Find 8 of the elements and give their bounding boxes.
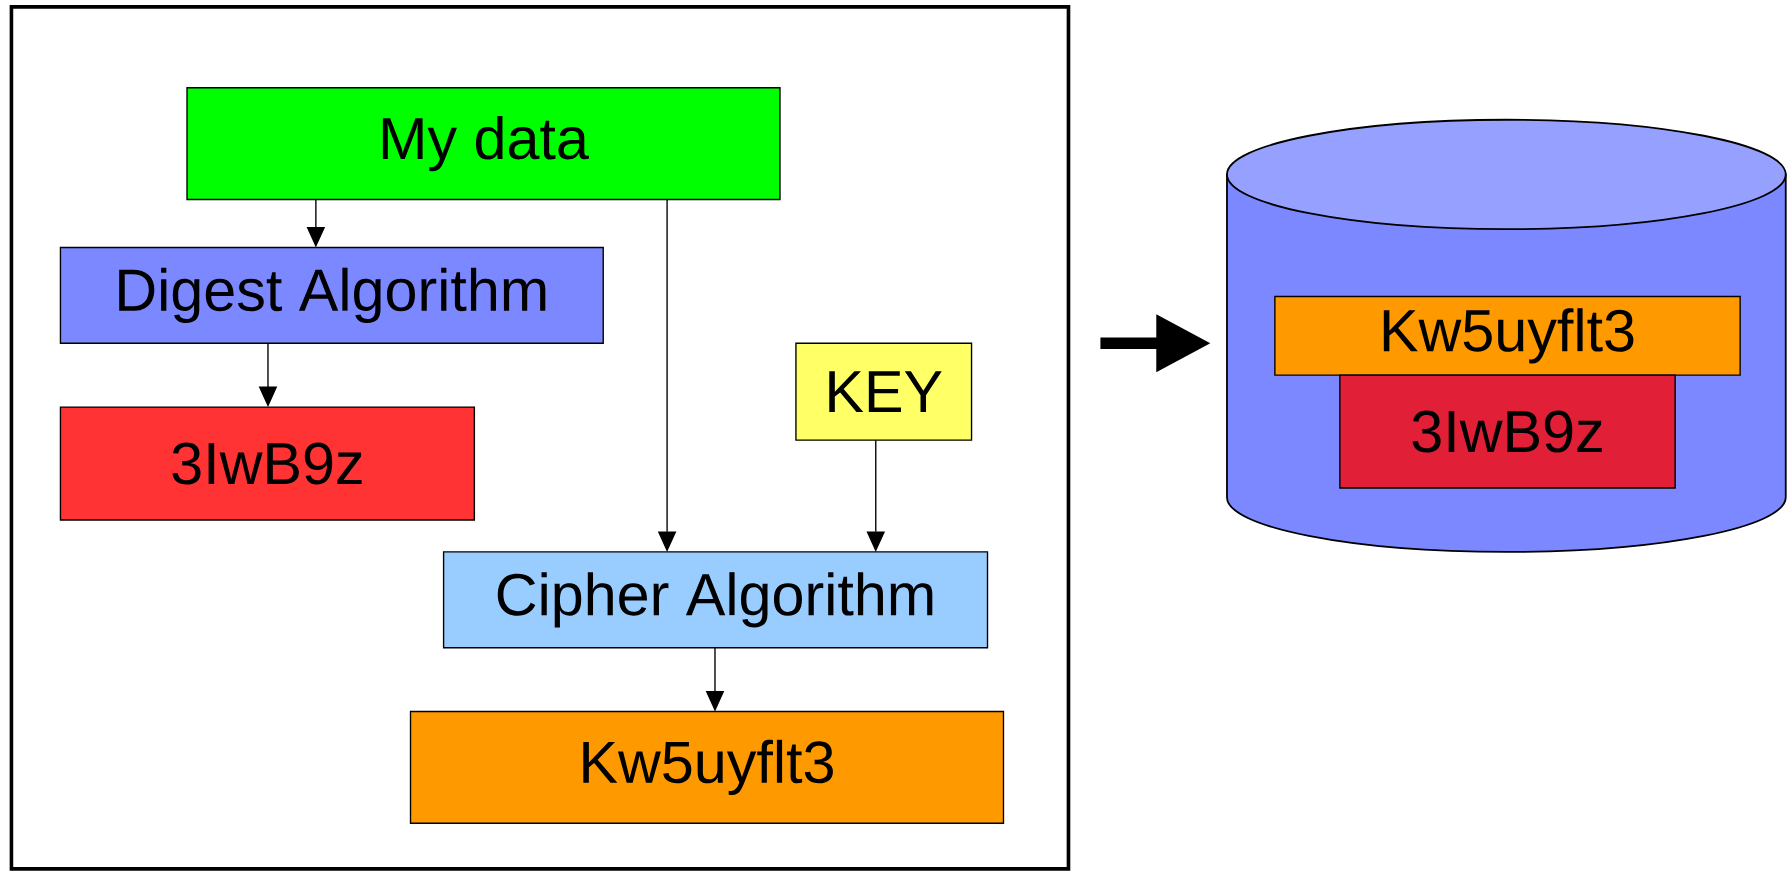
process-box: Cipher Algorithm bbox=[442, 551, 989, 649]
process-box: My data bbox=[186, 87, 781, 201]
process-box: Digest Algorithm bbox=[59, 246, 604, 344]
process-box: Kw5uyflt3 bbox=[409, 710, 1005, 824]
process-box: 3IwB9z bbox=[59, 406, 476, 521]
process-box: 3IwB9z bbox=[1339, 374, 1676, 489]
process-box: Kw5uyflt3 bbox=[1274, 295, 1741, 376]
process-box: KEY bbox=[795, 342, 973, 441]
